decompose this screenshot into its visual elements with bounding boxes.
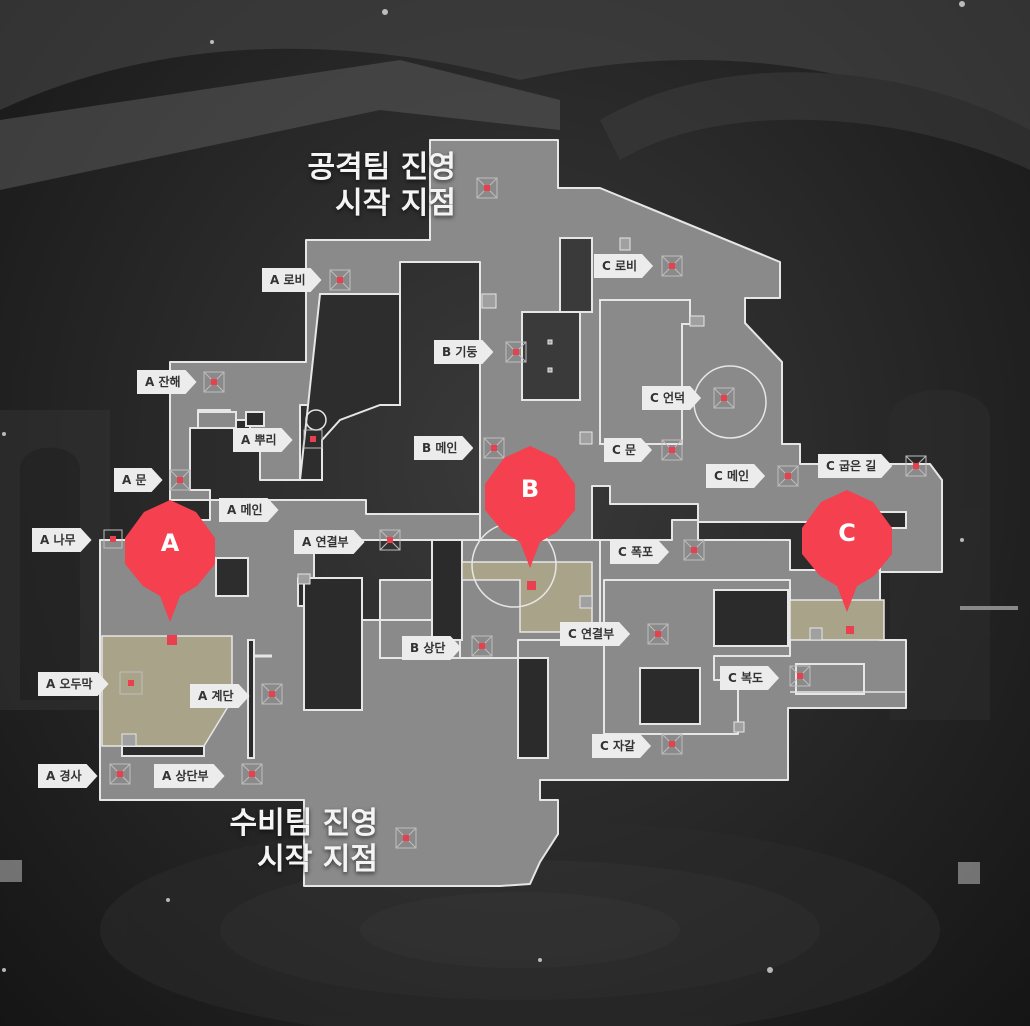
callout-a-stairs: A 계단 — [190, 684, 250, 708]
callout-a-door: A 문 — [114, 468, 163, 492]
marker-icon — [661, 439, 683, 461]
marker-icon — [713, 387, 735, 409]
site-pin-c-letter: C — [838, 519, 856, 547]
callout-b-pillar: B 기둥 — [434, 340, 493, 364]
marker-icon — [329, 269, 351, 291]
callout-a-link: A 연결부 — [294, 530, 365, 554]
callout-b-top: B 상단 — [402, 636, 461, 660]
marker-icon — [661, 733, 683, 755]
attack-spawn-line2: 시작 지점 — [335, 186, 456, 221]
callout-a-lobby: A 로비 — [262, 268, 322, 292]
callout-a-tree: A 나무 — [32, 528, 92, 552]
callout-c-falls: C 폭포 — [610, 540, 669, 564]
dust-particles — [2, 1, 965, 973]
a-site-zone — [101, 635, 233, 747]
callout-c-link: C 연결부 — [560, 622, 630, 646]
marker-icon — [789, 665, 811, 687]
callout-c-hall: C 복도 — [720, 666, 779, 690]
callout-a-root: A 뿌리 — [233, 428, 293, 452]
marker-icon — [471, 635, 493, 657]
callout-c-main: C 메인 — [706, 464, 765, 488]
callout-c-lobby: C 로비 — [594, 254, 653, 278]
site-pin-a-letter: A — [160, 529, 180, 557]
a-plant-marker — [167, 635, 177, 645]
marker-icon — [505, 341, 527, 363]
map-pin-icon — [485, 446, 575, 568]
map-props — [121, 237, 823, 747]
site-pin-b: B — [483, 446, 577, 574]
marker-icon — [476, 177, 498, 199]
marker-icon — [777, 465, 799, 487]
marker-icon — [109, 763, 131, 785]
callout-c-hill: C 언덕 — [642, 386, 701, 410]
marker-icon — [169, 469, 191, 491]
marker-icon — [483, 437, 505, 459]
site-pin-c: C — [800, 490, 894, 618]
defense-spawn-label: 수비팀 진영 시작 지점 — [196, 806, 378, 878]
marker-icon — [661, 255, 683, 277]
plant-markers — [167, 581, 854, 645]
b-site-zone — [461, 561, 593, 633]
marker-icon — [905, 455, 927, 477]
callout-c-door: C 문 — [604, 438, 652, 462]
map-pin-icon — [802, 490, 892, 612]
marker-icon — [261, 683, 283, 705]
marker-icon — [395, 827, 417, 849]
marker-icon — [303, 429, 323, 449]
attack-spawn-line1: 공격팀 진영 — [307, 150, 456, 185]
c-plant-marker — [846, 626, 854, 634]
marker-icon — [683, 539, 705, 561]
attack-spawn-label: 공격팀 진영 시작 지점 — [270, 150, 456, 222]
callout-a-hut: A 오두막 — [38, 672, 109, 696]
defense-spawn-line1: 수비팀 진영 — [229, 806, 378, 841]
callout-c-pebble: C 자갈 — [592, 734, 651, 758]
callout-b-main: B 메인 — [414, 436, 473, 460]
callout-markers — [103, 177, 927, 849]
defense-spawn-line2: 시작 지점 — [257, 842, 378, 877]
callout-a-slope: A 경사 — [38, 764, 98, 788]
marker-icon — [119, 671, 143, 695]
site-pin-b-letter: B — [520, 475, 540, 503]
callout-c-bend: C 굽은 길 — [818, 454, 892, 478]
marker-icon — [203, 371, 225, 393]
marker-icon — [241, 763, 263, 785]
marker-icon — [379, 529, 401, 551]
site-pin-a: A — [123, 500, 217, 628]
b-plant-marker — [527, 581, 536, 590]
marker-icon — [103, 529, 123, 549]
callout-a-rubble: A 잔해 — [137, 370, 197, 394]
callout-a-main: A 메인 — [219, 498, 279, 522]
map-pin-icon — [125, 500, 215, 622]
marker-icon — [647, 623, 669, 645]
callout-a-top: A 상단부 — [154, 764, 225, 788]
